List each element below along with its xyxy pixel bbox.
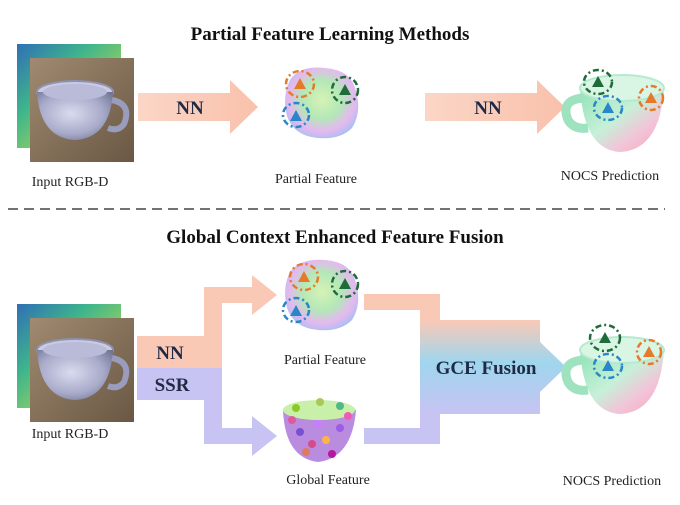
- bottom-nn-branch-arrow: [137, 275, 277, 368]
- bottom-nocs-prediction-caption: NOCS Prediction: [563, 474, 661, 489]
- bottom-input-rgbd-image: [17, 304, 134, 422]
- top-partial-feature-pointcloud: [281, 67, 360, 139]
- top-input-rgbd-image: [17, 44, 134, 162]
- top-nn-arrow-1: [138, 80, 258, 134]
- bottom-input-caption: Input RGB-D: [32, 427, 109, 442]
- bottom-global-to-fusion-connector: [364, 408, 440, 444]
- top-nocs-prediction-caption: NOCS Prediction: [561, 169, 659, 184]
- top-nn-arrow-2-label: NN: [474, 98, 502, 119]
- bottom-global-feature-caption: Global Feature: [286, 473, 370, 488]
- top-nocs-prediction-cup: [561, 68, 665, 152]
- top-section-title: Partial Feature Learning Methods: [191, 24, 470, 45]
- bottom-ssr-label: SSR: [155, 375, 190, 396]
- bottom-nn-label: NN: [156, 343, 184, 364]
- bottom-nocs-prediction-cup: [561, 323, 665, 414]
- bottom-partial-feature-caption: Partial Feature: [284, 353, 366, 368]
- top-nn-arrow-2: [425, 80, 565, 134]
- bottom-global-feature-pointcloud: [283, 398, 356, 462]
- top-nn-arrow-1-label: NN: [176, 98, 204, 119]
- bottom-gce-fusion-block: [420, 320, 566, 414]
- bottom-partial-feature-pointcloud: [281, 259, 360, 331]
- bottom-gce-fusion-label: GCE Fusion: [436, 358, 537, 379]
- bottom-ssr-branch-arrow: [137, 368, 277, 456]
- bottom-partial-to-fusion-connector: [364, 294, 440, 326]
- bottom-section-title: Global Context Enhanced Feature Fusion: [166, 227, 504, 248]
- top-partial-feature-caption: Partial Feature: [275, 172, 357, 187]
- top-input-caption: Input RGB-D: [32, 175, 109, 190]
